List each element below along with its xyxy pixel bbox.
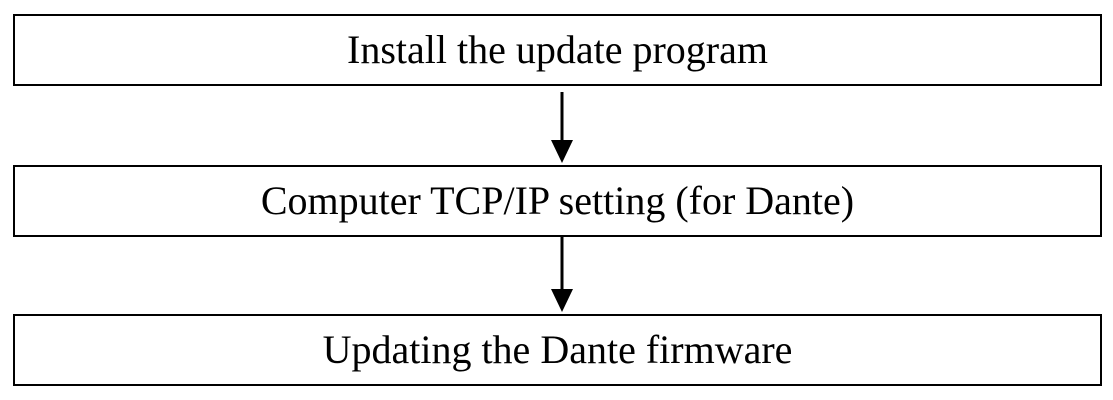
step-box-install-update-program: Install the update program	[13, 14, 1102, 86]
step-box-tcpip-setting: Computer TCP/IP setting (for Dante)	[13, 165, 1102, 237]
down-arrow-icon	[551, 237, 573, 312]
step-box-update-dante-firmware: Updating the Dante firmware	[13, 314, 1102, 386]
step-label: Computer TCP/IP setting (for Dante)	[260, 178, 855, 223]
step-label: Updating the Dante firmware	[322, 327, 793, 372]
step-label: Install the update program	[347, 27, 768, 72]
down-arrow-icon	[551, 92, 573, 163]
